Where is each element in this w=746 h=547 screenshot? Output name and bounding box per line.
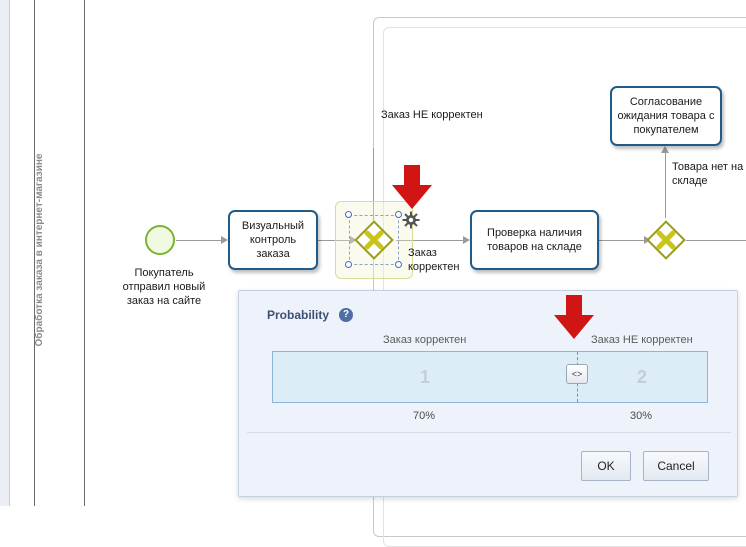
task-visual-check[interactable]: Визуальный контроль заказа <box>228 210 318 270</box>
probability-segment-2[interactable]: 2 <box>577 352 707 402</box>
task-wait-agreement-label: Согласование ожидания товара с покупател… <box>617 96 715 136</box>
red-arrow-icon <box>554 295 594 339</box>
help-icon[interactable]: ? <box>339 308 353 322</box>
gateway-exclusive-icon <box>656 230 676 250</box>
pool-border-line <box>34 0 35 506</box>
flow-gateway2-to-wait[interactable] <box>665 152 666 218</box>
task-wait-agreement[interactable]: Согласование ожидания товара с покупател… <box>610 86 722 146</box>
flow-label-incorrect: Заказ НЕ корректен <box>381 109 483 121</box>
probability-bar[interactable]: 1 2 <> <box>272 351 708 403</box>
cancel-button[interactable]: Cancel <box>643 451 709 481</box>
flow-arrowhead <box>661 146 669 153</box>
exclusive-gateway-stock[interactable] <box>646 220 686 260</box>
start-event-label: Покупатель отправил новый заказ на сайте <box>122 267 206 307</box>
flow-label-no-stock: Товара нет на складе <box>672 161 744 187</box>
ok-button[interactable]: OK <box>581 451 631 481</box>
resize-handle[interactable] <box>395 211 402 218</box>
gateway-exclusive-icon <box>364 230 384 250</box>
start-event[interactable] <box>145 225 175 255</box>
lane-label[interactable]: Обработка заказа в интернет-магазине <box>34 153 45 347</box>
percent-label-2: 30% <box>630 410 653 422</box>
probability-segment-1[interactable]: 1 <box>273 352 577 402</box>
flow-label-correct: Заказ корректен <box>408 247 460 273</box>
gateway-selection-outline <box>349 215 399 265</box>
flow-arrowhead <box>221 236 228 244</box>
resize-handle[interactable] <box>395 261 402 268</box>
resize-handle[interactable] <box>345 211 352 218</box>
red-arrow-icon <box>392 165 432 209</box>
branch-label-2: Заказ НЕ корректен <box>591 334 693 346</box>
slider-handle-icon[interactable]: <> <box>566 364 588 384</box>
segment-index-1: 1 <box>419 366 430 387</box>
flow-arrowhead <box>463 236 470 244</box>
branch-label-1: Заказ корректен <box>383 334 467 346</box>
lane-border-line <box>84 0 85 506</box>
task-stock-check-label: Проверка наличия товаров на складе <box>487 227 582 253</box>
probability-dialog: Probability ? Заказ корректен Заказ НЕ к… <box>238 290 738 497</box>
task-visual-check-label: Визуальный контроль заказа <box>241 220 305 260</box>
flow-gateway-incorrect-up[interactable] <box>373 148 374 220</box>
exclusive-gateway-order-check[interactable] <box>354 220 394 260</box>
dialog-separator <box>247 432 731 433</box>
dialog-title: Probability <box>267 308 330 322</box>
pool-edge <box>0 0 10 506</box>
flow-start-to-visual[interactable] <box>176 240 222 241</box>
resize-handle[interactable] <box>345 261 352 268</box>
flow-arrowhead <box>350 236 357 244</box>
segment-index-2: 2 <box>636 366 647 387</box>
flow-gateway-to-stock[interactable] <box>396 240 464 241</box>
flow-gateway2-right[interactable] <box>686 240 746 241</box>
gear-icon[interactable] <box>402 211 420 229</box>
flow-stock-to-gateway2[interactable] <box>599 240 645 241</box>
task-stock-check[interactable]: Проверка наличия товаров на складе <box>470 210 599 270</box>
percent-label-1: 70% <box>413 410 436 422</box>
